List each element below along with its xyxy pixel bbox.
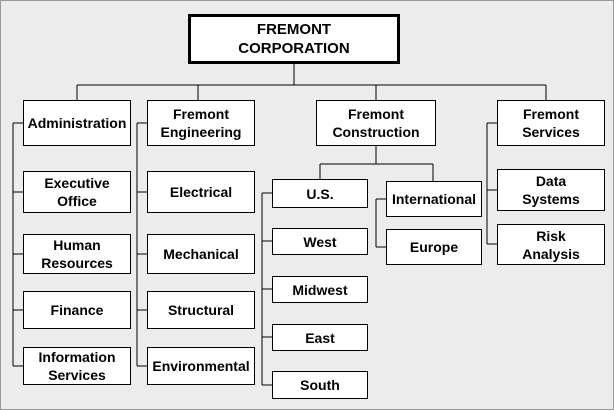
node-label-line: Services xyxy=(522,124,580,140)
org-node-europe: Europe xyxy=(386,229,482,265)
node-label-line: Risk xyxy=(536,227,566,244)
node-label-line: Resources xyxy=(41,255,113,271)
node-label-line: CORPORATION xyxy=(238,40,350,57)
node-label-line: Electrical xyxy=(169,184,233,200)
node-label-line: Construction xyxy=(332,124,420,140)
node-label-line: Office xyxy=(57,193,97,209)
node-label-line: Fremont xyxy=(347,106,404,122)
node-label-line: West xyxy=(303,233,337,250)
node-label-line: Information xyxy=(38,349,116,365)
node-label-line: International xyxy=(391,191,476,207)
org-node-data-systems: Data Systems xyxy=(497,169,605,211)
org-node-electrical: Electrical xyxy=(147,171,255,213)
org-node-midwest: Midwest xyxy=(272,276,368,303)
node-label-line: Europe xyxy=(409,239,459,255)
node-label-line: Environmental xyxy=(152,358,250,374)
node-label-line: Executive xyxy=(44,175,110,191)
org-node-human-resources: Human Resources xyxy=(23,234,131,274)
node-label-line: Data xyxy=(535,173,567,189)
node-label-line: Mechanical xyxy=(163,246,239,262)
node-label-line: Finance xyxy=(50,302,104,318)
org-node-administration: Administration xyxy=(23,100,131,146)
node-label-line: Midwest xyxy=(292,281,348,298)
node-label-line: Human xyxy=(53,237,101,253)
org-node-mechanical: Mechanical xyxy=(147,234,255,274)
node-label-line: Services xyxy=(48,367,106,383)
org-node-fremont-services: Fremont Services xyxy=(497,100,605,146)
node-label-line: FREMONT xyxy=(256,21,332,38)
node-label-line: Engineering xyxy=(160,124,242,140)
org-node-risk-analysis: Risk Analysis xyxy=(497,224,605,265)
org-node-finance: Finance xyxy=(23,291,131,329)
node-label-line: South xyxy=(300,377,340,393)
node-label-line: Systems xyxy=(522,191,580,207)
org-node-us: U.S. xyxy=(272,179,368,208)
node-label-line: Administration xyxy=(27,115,127,131)
node-label-line: Fremont xyxy=(173,106,229,122)
node-label-line: U.S. xyxy=(306,185,334,202)
org-node-fremont-corporation: FREMONT CORPORATION xyxy=(188,14,400,64)
org-node-international: International xyxy=(386,181,482,217)
org-node-information-services: Information Services xyxy=(23,347,131,385)
org-node-environmental: Environmental xyxy=(147,347,255,385)
org-node-executive-office: Executive Office xyxy=(23,171,131,213)
node-label-line: Analysis xyxy=(522,245,580,262)
org-node-fremont-engineering: Fremont Engineering xyxy=(147,100,255,146)
org-node-fremont-construction: Fremont Construction xyxy=(316,100,436,146)
org-node-south: South xyxy=(272,371,368,399)
org-node-east: East xyxy=(272,324,368,351)
node-label-line: East xyxy=(305,329,335,346)
node-label-line: Structural xyxy=(167,302,235,318)
node-label-line: Fremont xyxy=(522,106,579,122)
org-node-structural: Structural xyxy=(147,291,255,329)
org-node-west: West xyxy=(272,228,368,255)
